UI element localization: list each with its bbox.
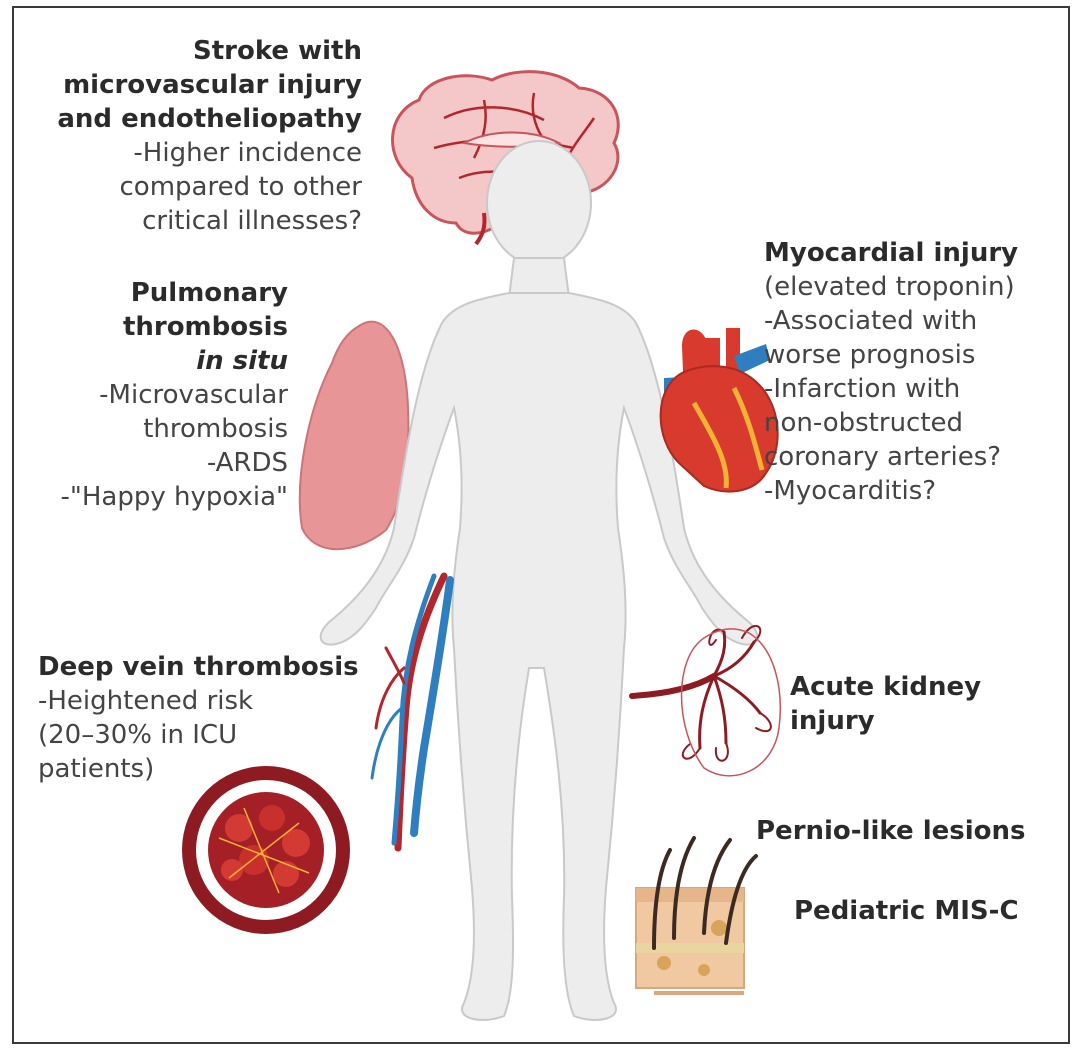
- pulmonary-line-4: -"Happy hypoxia": [60, 482, 288, 512]
- illustration: [182, 70, 781, 1021]
- stroke-heading-line-1: Stroke with: [193, 36, 362, 66]
- kidney-heading-line-1: Acute kidney: [790, 672, 982, 702]
- vessels-illustration: [370, 572, 454, 852]
- heart-illustration: [659, 328, 779, 493]
- myocardial-line-5: non-obstructed: [764, 408, 964, 438]
- stroke-heading-line-2: microvascular injury: [63, 70, 362, 100]
- pulmonary-heading-line-1: Pulmonary: [130, 278, 288, 308]
- pulmonary-text-block: Pulmonary thrombosis in situ -Microvascu…: [28, 276, 288, 514]
- kidney-vessel-illustration: [629, 625, 781, 777]
- dvt-text-block: Deep vein thrombosis -Heightened risk (2…: [38, 650, 398, 786]
- stroke-heading-line-3: and endotheliopathy: [57, 104, 362, 134]
- pulmonary-line-3: -ARDS: [206, 448, 288, 478]
- myocardial-text-block: Myocardial injury (elevated troponin) -A…: [764, 236, 1064, 508]
- kidney-text-block: Acute kidney injury: [790, 670, 1050, 738]
- myocardial-line-1: (elevated troponin): [764, 272, 1015, 302]
- pernio-text-block: Pernio-like lesions: [756, 814, 1056, 848]
- myocardial-line-6: coronary arteries?: [764, 442, 1002, 472]
- misc-heading: Pediatric MIS-C: [794, 896, 1019, 926]
- myocardial-line-7: -Myocarditis?: [764, 476, 937, 506]
- pulmonary-heading-line-2: thrombosis: [122, 312, 288, 342]
- clot-crosssection-illustration: [182, 766, 350, 934]
- diagram-frame: Stroke with microvascular injury and end…: [12, 6, 1070, 1044]
- stroke-line-2: compared to other: [119, 172, 362, 202]
- dvt-heading: Deep vein thrombosis: [38, 652, 359, 682]
- human-body-illustration: [319, 140, 759, 1021]
- pulmonary-line-1: -Microvascular: [99, 380, 288, 410]
- myocardial-line-3: worse prognosis: [764, 340, 976, 370]
- stroke-text-block: Stroke with microvascular injury and end…: [22, 34, 362, 238]
- lung-illustration: [298, 320, 410, 551]
- pernio-heading: Pernio-like lesions: [756, 816, 1026, 846]
- myocardial-line-4: -Infarction with: [764, 374, 961, 404]
- myocardial-line-2: -Associated with: [764, 306, 978, 336]
- skin-crosssection-illustration: [635, 836, 758, 995]
- myocardial-heading: Myocardial injury: [764, 238, 1019, 268]
- dvt-line-1: -Heightened risk: [38, 686, 254, 716]
- pulmonary-line-2: thrombosis: [143, 414, 288, 444]
- pulmonary-heading-italic: in situ: [196, 346, 288, 376]
- dvt-line-2: (20–30% in ICU: [38, 720, 238, 750]
- kidney-heading-line-2: injury: [790, 706, 875, 736]
- dvt-line-3: patients): [38, 754, 155, 784]
- stroke-line-3: critical illnesses?: [142, 206, 362, 236]
- stroke-line-1: -Higher incidence: [133, 138, 362, 168]
- misc-text-block: Pediatric MIS-C: [794, 894, 1054, 928]
